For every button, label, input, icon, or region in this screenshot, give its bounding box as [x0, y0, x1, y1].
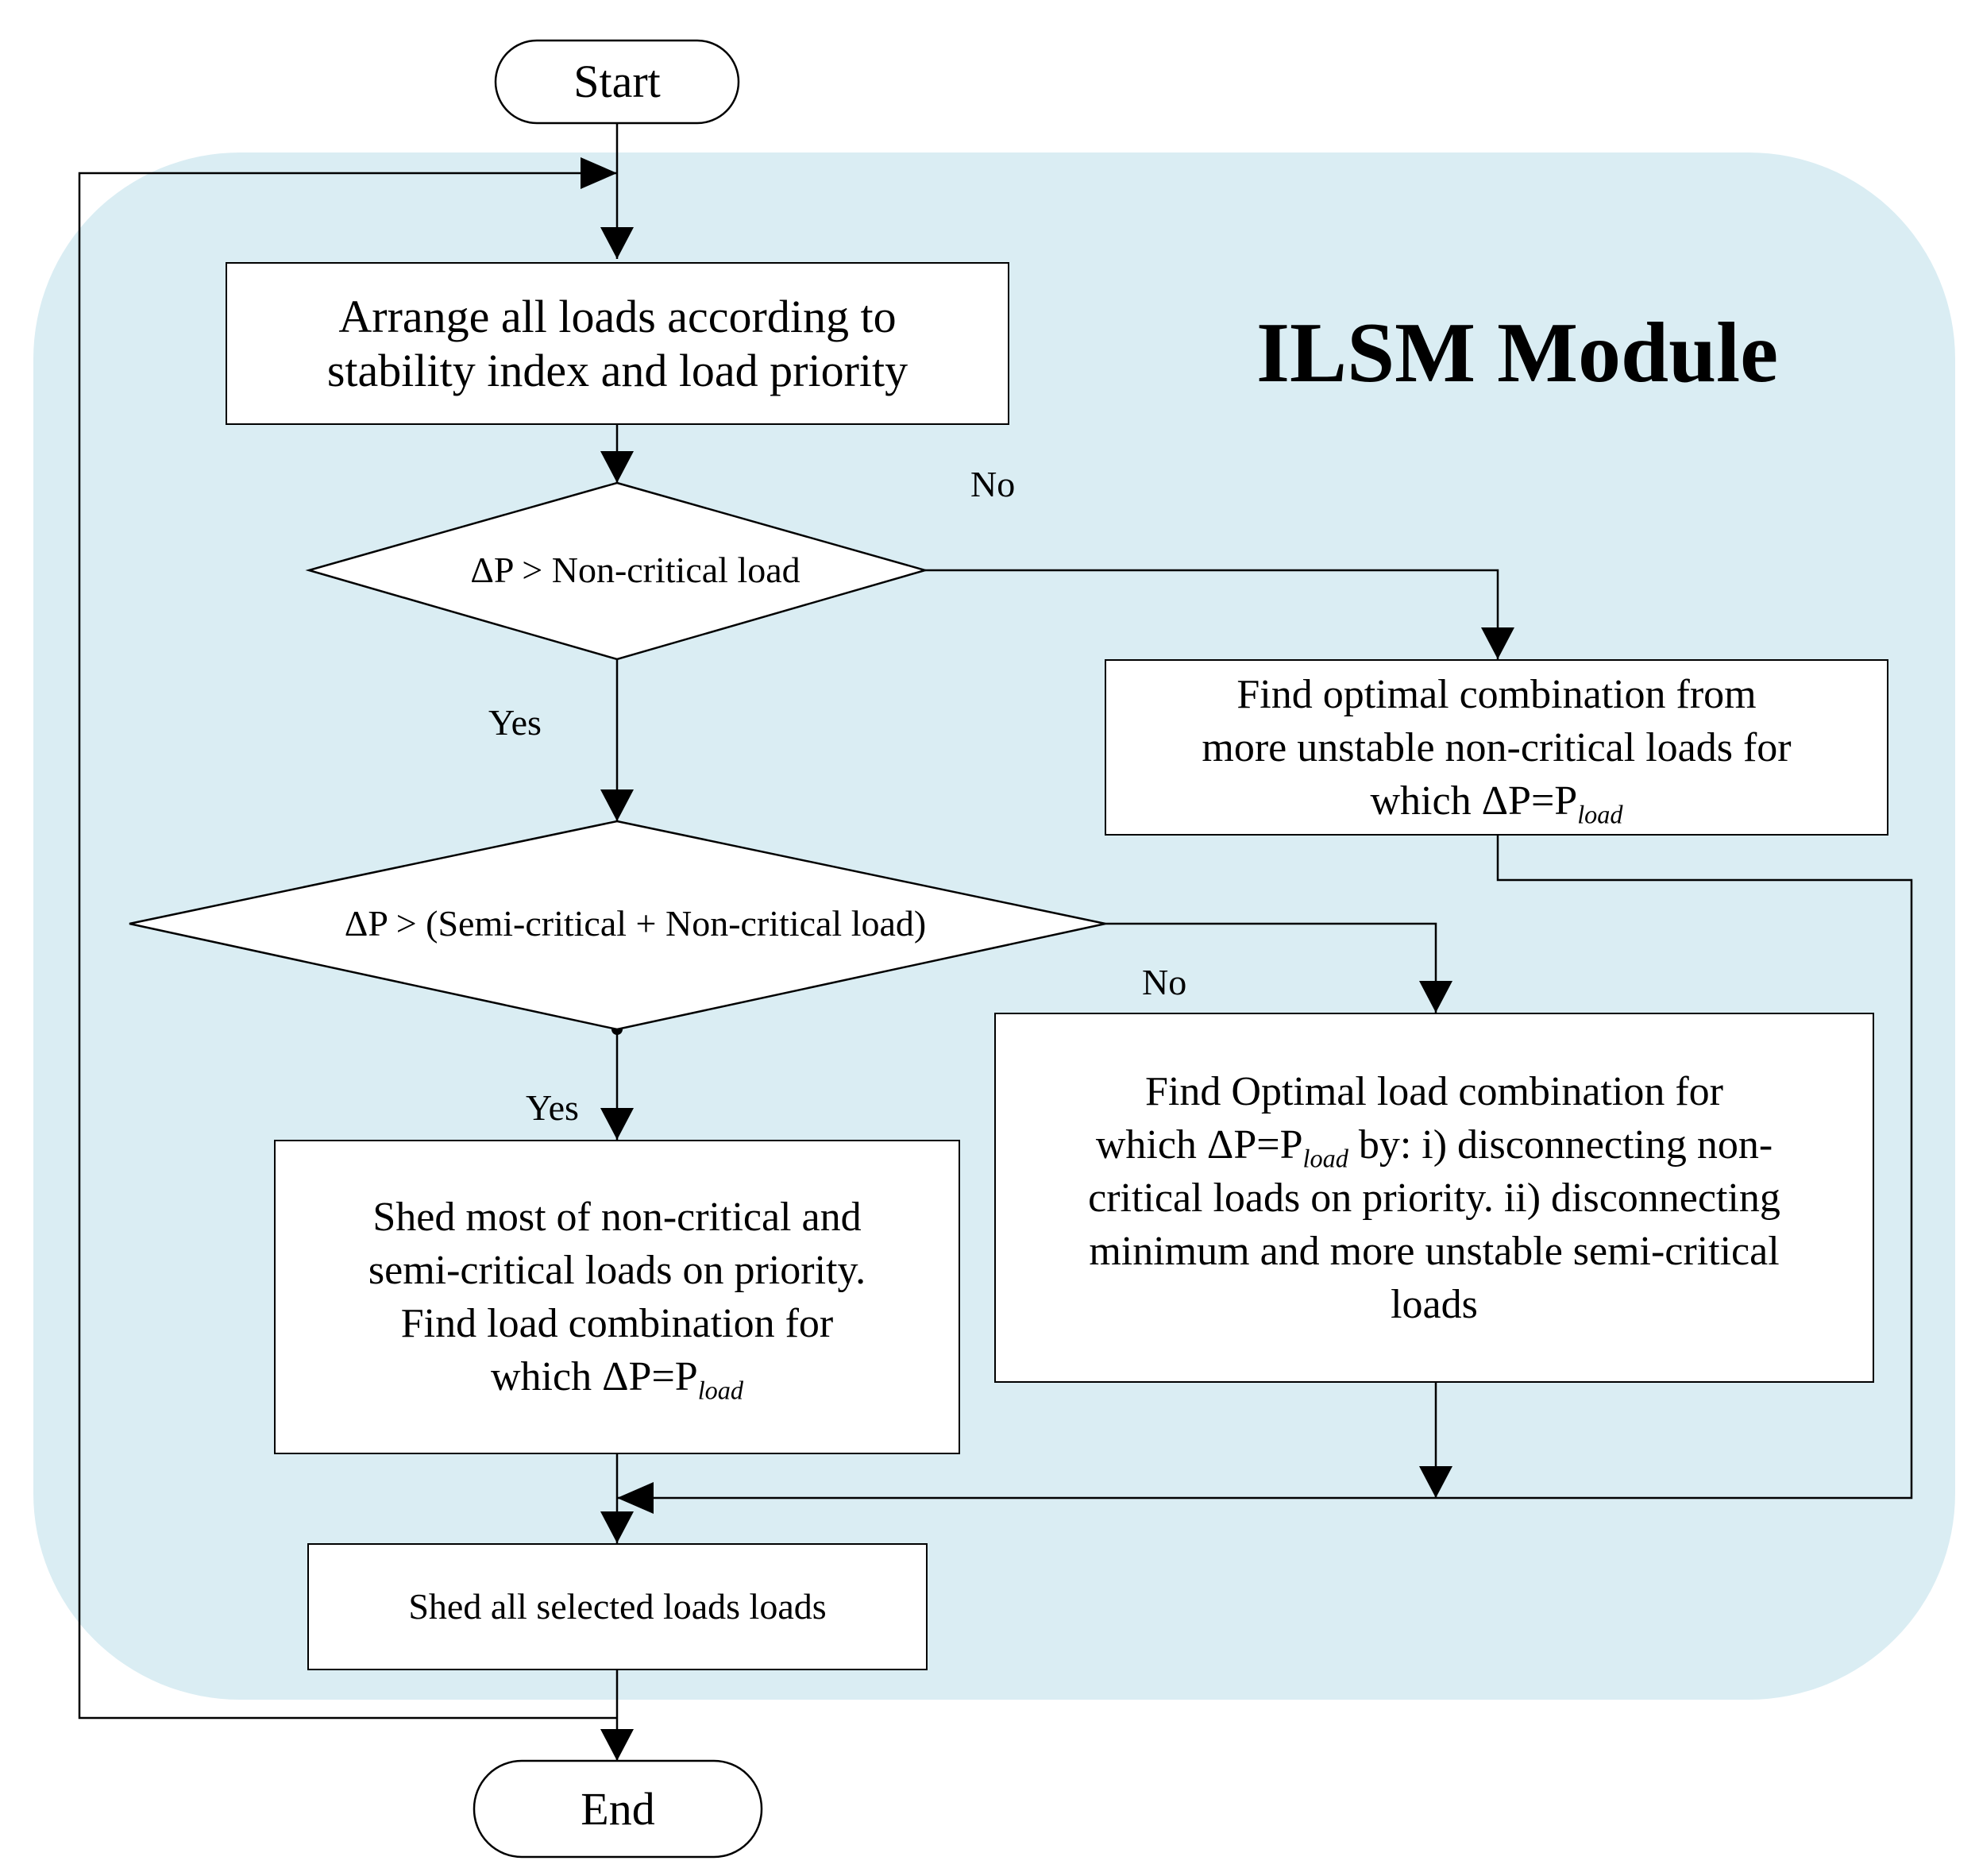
- shed-all-box: [307, 1543, 928, 1670]
- find-optimal-semi-box: [994, 1013, 1874, 1383]
- find-optimal-noncritical-line2: more unstable non-critical loads for: [1202, 724, 1792, 770]
- module-title: ILSM Module: [1256, 306, 1779, 400]
- find-optimal-noncritical-label: Find optimal combination from more unsta…: [1105, 659, 1888, 836]
- find-optimal-semi-line2: which ΔP=Pload by: i) disconnecting non-: [1095, 1121, 1773, 1172]
- start-terminator: [494, 39, 740, 125]
- start-label: Start: [573, 56, 661, 107]
- decision2-diamond: [129, 820, 1106, 1031]
- find-optimal-semi-line3: critical loads on priority. ii) disconne…: [1088, 1175, 1780, 1221]
- find-optimal-noncritical-line1: Find optimal combination from: [1236, 671, 1757, 717]
- decision1-no-label: No: [970, 464, 1016, 504]
- arrowhead-decision1: [600, 451, 634, 483]
- arrowhead-shed-most: [600, 1108, 634, 1140]
- find-optimal-semi-label: Find Optimal load combination for which …: [994, 1013, 1874, 1383]
- decision2-no-label: No: [1142, 962, 1187, 1002]
- arrowhead-find-optimal-noncritical: [1481, 627, 1514, 659]
- arrowhead-end: [600, 1729, 634, 1761]
- decision2-label: ΔP > (Semi-critical + Non-critical load): [344, 903, 927, 944]
- find-optimal-semi-line5: loads: [1391, 1281, 1478, 1327]
- decision1-yes-label: Yes: [488, 702, 542, 743]
- shed-most-line3: Find load combination for: [400, 1301, 834, 1346]
- shed-most-line2: semi-critical loads on priority.: [368, 1248, 866, 1293]
- find-optimal-semi-line4: minimum and more unstable semi-critical: [1089, 1228, 1780, 1274]
- arrowhead-arrange: [600, 227, 634, 259]
- arrange-box: [226, 262, 1009, 425]
- decision1-diamond: [305, 481, 929, 661]
- decision2-yes-label: Yes: [526, 1087, 579, 1128]
- find-optimal-semi-line1: Find Optimal load combination for: [1145, 1068, 1723, 1114]
- end-label: End: [581, 1782, 655, 1835]
- decision1-label: ΔP > Non-critical load: [470, 550, 800, 590]
- shed-most-label: Shed most of non-critical and semi-criti…: [274, 1140, 960, 1454]
- edge-loop-back: [78, 172, 617, 1720]
- arrowhead-loop-back: [581, 157, 617, 189]
- arrowhead-find-optimal-semi: [1419, 981, 1452, 1013]
- find-optimal-noncritical-box: [1105, 659, 1888, 836]
- find-optimal-noncritical-line3: which ΔP=Pload: [1370, 778, 1623, 828]
- arrowhead-decision2: [600, 789, 634, 821]
- shed-most-line1: Shed most of non-critical and: [372, 1195, 862, 1240]
- shed-all-label: Shed all selected loads loads: [408, 1586, 827, 1627]
- arrange-label: Arrange all loads according to stability…: [326, 290, 908, 396]
- edge-noncritical-to-merge: [617, 836, 1913, 1500]
- arrowhead-merge-left: [617, 1482, 654, 1514]
- shed-most-box: [274, 1140, 960, 1454]
- end-terminator: [473, 1759, 763, 1859]
- shed-most-line4: which ΔP=Pload: [491, 1354, 743, 1405]
- arrowhead-semi-merge: [1419, 1466, 1452, 1498]
- arrowhead-shed-all: [600, 1511, 634, 1543]
